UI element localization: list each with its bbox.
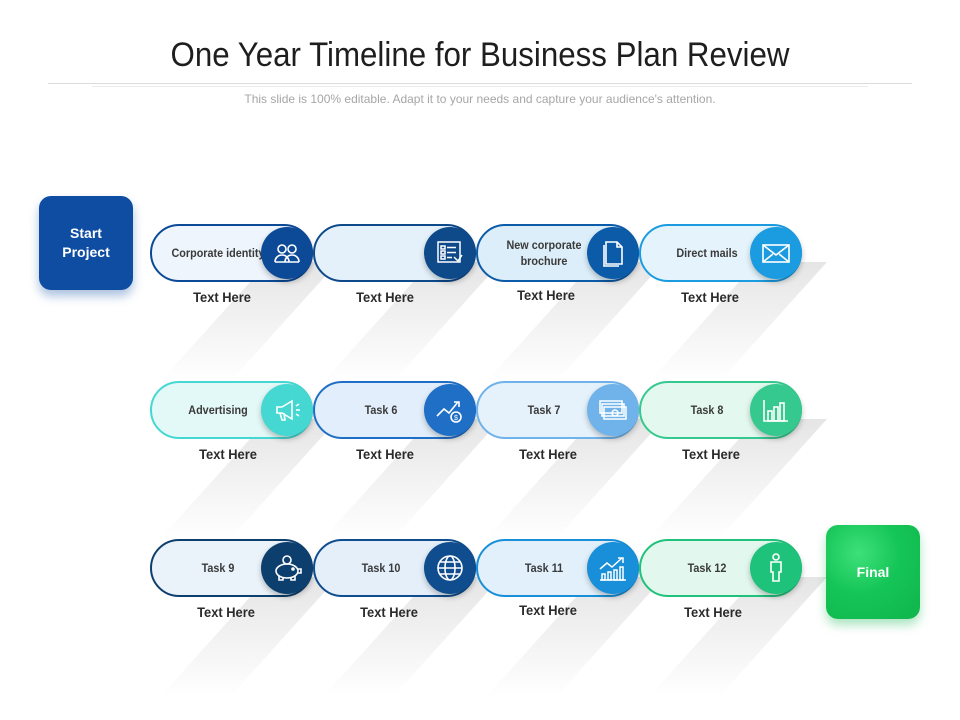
task-label: Task 11 bbox=[524, 561, 564, 575]
money-growth-icon: $ bbox=[424, 384, 476, 436]
task-label bbox=[334, 226, 428, 280]
document-icon bbox=[587, 227, 639, 279]
growth-chart-icon bbox=[587, 542, 639, 594]
task-caption: Text Here bbox=[197, 604, 255, 620]
svg-text:$: $ bbox=[454, 415, 458, 422]
task-caption: Text Here bbox=[681, 289, 739, 305]
task-label: Task 9 bbox=[201, 561, 235, 575]
task-label: Task 10 bbox=[361, 561, 401, 575]
page-title: One Year Timeline for Business Plan Revi… bbox=[170, 36, 790, 74]
piggy-bank-icon bbox=[261, 542, 313, 594]
mail-icon bbox=[750, 227, 802, 279]
people-icon bbox=[261, 227, 313, 279]
task-pill: Task 6 $ bbox=[313, 381, 476, 439]
final-box: Final bbox=[826, 525, 920, 619]
task-pill: Task 12 bbox=[639, 539, 802, 597]
task-pill: Task 10 bbox=[313, 539, 476, 597]
task-label: Task 8 bbox=[690, 403, 724, 417]
task-label: Task 6 bbox=[364, 403, 398, 417]
start-label: Start Project bbox=[62, 225, 110, 260]
task-pill: Direct mails bbox=[639, 224, 802, 282]
task-caption: Text Here bbox=[193, 289, 251, 305]
task-pill: New corporate brochure bbox=[476, 224, 639, 282]
task-caption: Text Here bbox=[360, 604, 418, 620]
task-label: Corporate identity bbox=[171, 246, 265, 260]
final-label: Final bbox=[856, 563, 890, 580]
task-pill: Task 11 bbox=[476, 539, 639, 597]
cash-icon bbox=[587, 384, 639, 436]
task-pill: Task 7 bbox=[476, 381, 639, 439]
title-divider bbox=[48, 83, 912, 84]
checklist-icon bbox=[424, 227, 476, 279]
task-caption: Text Here bbox=[684, 604, 742, 620]
task-caption: Text Here bbox=[517, 287, 575, 303]
task-label: Direct mails bbox=[676, 246, 738, 260]
page-subtitle: This slide is 100% editable. Adapt it to… bbox=[244, 92, 716, 106]
task-pill: Task 8 bbox=[639, 381, 802, 439]
title-divider-secondary bbox=[92, 86, 868, 87]
task-caption: Text Here bbox=[356, 289, 414, 305]
bar-chart-icon bbox=[750, 384, 802, 436]
megaphone-icon bbox=[261, 384, 313, 436]
task-caption: Text Here bbox=[199, 446, 257, 462]
task-pill: Task 9 bbox=[150, 539, 313, 597]
globe-icon bbox=[424, 542, 476, 594]
task-label: Advertising bbox=[188, 403, 248, 417]
task-pill: Corporate identity bbox=[150, 224, 313, 282]
task-caption: Text Here bbox=[682, 446, 740, 462]
task-pill: Advertising bbox=[150, 381, 313, 439]
task-label: Task 12 bbox=[687, 561, 727, 575]
task-pill bbox=[313, 224, 476, 282]
task-caption: Text Here bbox=[519, 446, 577, 462]
task-label: New corporate brochure bbox=[506, 238, 582, 268]
person-icon bbox=[750, 542, 802, 594]
task-caption: Text Here bbox=[356, 446, 414, 462]
task-caption: Text Here bbox=[519, 602, 577, 618]
task-label: Task 7 bbox=[527, 403, 561, 417]
start-project-box: Start Project bbox=[39, 196, 133, 290]
